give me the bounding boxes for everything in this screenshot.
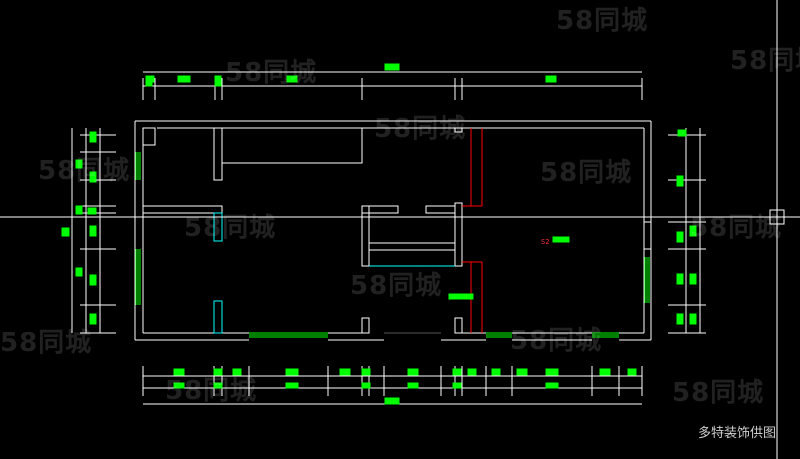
- cyan-fixtures: [213, 212, 455, 334]
- dimension-label-block: [173, 368, 185, 376]
- dimension-label-block: [173, 382, 185, 389]
- dimension-lines: [71, 71, 706, 405]
- dimension-label-block: [232, 368, 242, 376]
- dimension-label-block: [214, 81, 222, 87]
- dimension-label-block: [407, 382, 419, 389]
- counter-block: [221, 127, 363, 164]
- dimension-label-block: [467, 368, 477, 376]
- dimension-label-block: [213, 382, 223, 389]
- partition-wall: [454, 202, 463, 267]
- dimension-label-block: [89, 171, 97, 183]
- dimension-label-block: [689, 313, 697, 325]
- dimension-label-block: [361, 382, 371, 389]
- red-annotation: S2: [541, 238, 549, 246]
- cyan-fixture: [213, 212, 223, 242]
- dimension-label-block: [627, 368, 637, 376]
- dimension-label-block: [285, 368, 299, 376]
- dimension-label-block: [677, 129, 687, 137]
- dimension-label-block: [384, 397, 400, 405]
- dimension-label-block: [285, 382, 299, 389]
- partition-wall: [454, 127, 463, 133]
- dimension-label-block: [75, 205, 83, 215]
- dimension-label-block: [452, 382, 462, 389]
- dimension-label-block: [676, 231, 684, 243]
- dimension-label-block: [448, 293, 474, 300]
- partition-wall: [361, 317, 370, 334]
- dimension-label-block: [361, 368, 371, 376]
- dimension-label-block: [145, 81, 153, 87]
- partition-wall: [454, 317, 463, 334]
- dimension-label-block: [689, 225, 697, 237]
- walls: [134, 120, 652, 341]
- dimension-label-block: [545, 75, 557, 83]
- dimension-label-block: [339, 368, 351, 376]
- dimension-label-block: [75, 267, 83, 277]
- dimension-label-block: [213, 368, 223, 376]
- dimension-label-block: [676, 313, 684, 325]
- dimension-label-block: [87, 207, 97, 215]
- cyan-fixture: [213, 300, 223, 334]
- partition-wall: [361, 205, 370, 267]
- dimension-labels: [61, 63, 697, 405]
- dimension-label-block: [384, 63, 400, 71]
- partition-wall: [142, 205, 223, 214]
- partition-wall: [425, 205, 456, 214]
- partition-wall: [213, 127, 223, 181]
- brand-caption: 多特装饰供图: [697, 426, 776, 441]
- column: [142, 127, 156, 146]
- dimension-label-block: [491, 368, 501, 376]
- crosshair-box: [769, 209, 785, 225]
- dimension-label-block: [89, 313, 97, 325]
- dimension-label-block: [516, 368, 528, 376]
- dimension-label-block: [89, 131, 97, 143]
- dimension-label-block: [214, 75, 222, 83]
- column: [643, 221, 652, 250]
- dimension-label-block: [545, 368, 559, 376]
- dimension-label-block: [61, 227, 70, 237]
- dimension-label-block: [177, 75, 191, 83]
- dimension-label-block: [286, 75, 298, 83]
- dimension-label-block: [676, 175, 684, 187]
- dimension-label-block: [452, 368, 462, 376]
- dimension-label-block: [75, 159, 83, 169]
- dimension-label-block: [145, 75, 155, 83]
- dimension-label-block: [552, 236, 570, 243]
- dimension-label-block: [407, 368, 419, 376]
- dimension-label-block: [89, 274, 97, 286]
- windows: [135, 152, 650, 338]
- partition-wall: [361, 205, 399, 214]
- dimension-label-block: [689, 273, 697, 285]
- dimension-label-block: [89, 225, 97, 237]
- dimension-label-block: [599, 368, 611, 376]
- dimension-label-block: [545, 382, 559, 389]
- partition-wall: [368, 242, 456, 251]
- red-partitions: [462, 128, 483, 333]
- dimension-label-block: [676, 273, 684, 285]
